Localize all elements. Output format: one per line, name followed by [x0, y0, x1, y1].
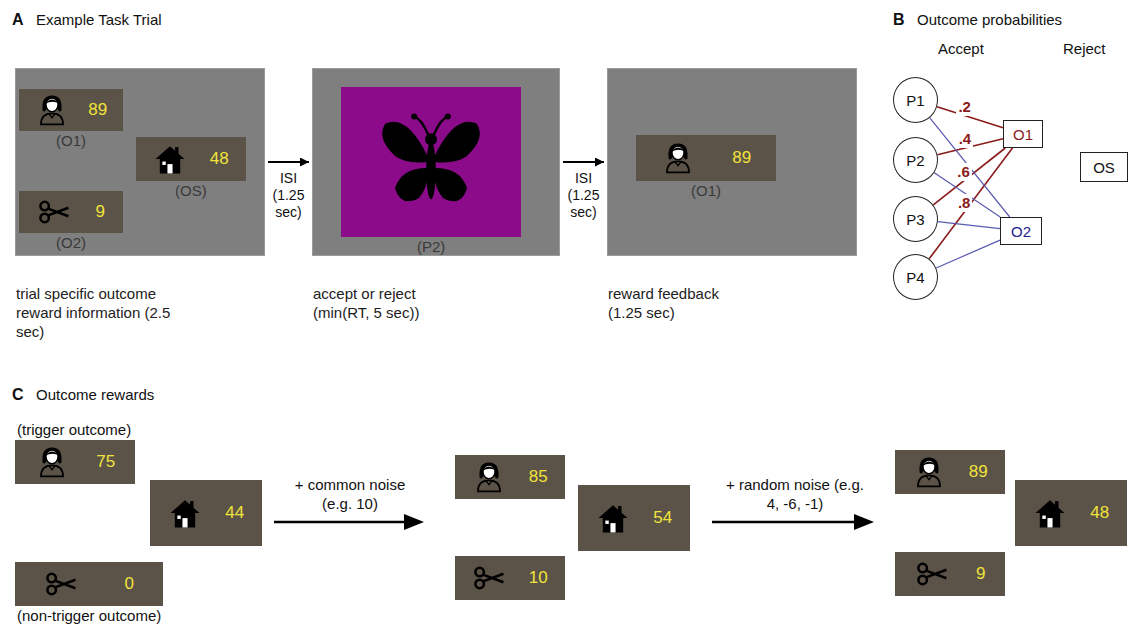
icon — [168, 496, 202, 530]
connector — [563, 161, 604, 163]
panel-label: Example Task Trial — [36, 11, 162, 30]
icon — [1033, 496, 1067, 530]
state-circle: P2 — [893, 137, 938, 183]
connector — [936, 240, 1000, 268]
reward-box: 10 — [455, 556, 565, 600]
task-screen: reward feedback (1.25 sec)89(O1) — [607, 68, 857, 256]
reward-box: 54 — [578, 485, 690, 551]
reward-value: 89 — [88, 100, 107, 120]
outcome-caption: (OS) — [175, 182, 207, 199]
reward-box: 89 — [895, 450, 1005, 494]
reward-value: 9 — [95, 202, 104, 222]
connector — [268, 161, 309, 163]
panel-letter: A — [12, 10, 24, 30]
outcome-caption: (O2) — [56, 234, 86, 251]
icon — [915, 557, 949, 591]
icon — [37, 195, 71, 229]
panel-letter: B — [893, 10, 905, 30]
icon — [44, 567, 78, 601]
reward-value: 89 — [969, 462, 988, 482]
node-label: P4 — [906, 269, 924, 286]
node-label: P1 — [906, 92, 924, 109]
node-label: O1 — [1013, 126, 1033, 143]
reward-value: 48 — [1090, 503, 1109, 523]
panel-label: Accept — [938, 40, 984, 59]
panel-label: + random noise (e.g. 4, -6, -1) — [725, 476, 865, 514]
delay-label: ISI (1.25 sec) — [561, 170, 607, 220]
outcome-box: OS — [1080, 152, 1128, 182]
node-label: OS — [1093, 159, 1115, 176]
reward-value: 85 — [529, 467, 548, 487]
icon — [912, 455, 946, 489]
panel-label: Reject — [1063, 40, 1106, 59]
screen-caption: trial specific outcome reward informatio… — [16, 285, 196, 341]
cue-square: (P2) — [341, 87, 521, 237]
icon — [472, 460, 506, 494]
reward-box: 89(O1) — [19, 89, 123, 131]
probability-label: .6 — [955, 163, 972, 181]
icon — [472, 561, 506, 595]
state-circle: P3 — [893, 196, 938, 242]
connector — [930, 118, 1010, 217]
reward-box: 0(non-trigger outcome) — [15, 562, 163, 606]
delay-label: ISI (1.25 sec) — [266, 170, 312, 220]
reward-box: 85 — [455, 455, 565, 499]
reward-box: 75(trigger outcome) — [15, 440, 135, 484]
panel-label: Outcome probabilities — [917, 11, 1062, 30]
icon — [153, 142, 187, 176]
reward-value: 10 — [529, 568, 548, 588]
reward-value: 9 — [976, 564, 985, 584]
outcome-caption: (trigger outcome) — [17, 421, 131, 438]
panel-label: + common noise (e.g. 10) — [285, 476, 415, 514]
reward-value: 48 — [210, 149, 229, 169]
outcome-caption: (O1) — [56, 132, 86, 149]
panel-label: Outcome rewards — [36, 386, 154, 405]
task-screen: accept or reject (min(RT, 5 sec))(P2) — [312, 68, 560, 256]
state-circle: P1 — [893, 77, 938, 123]
screen-caption: accept or reject (min(RT, 5 sec)) — [313, 285, 453, 323]
icon — [661, 141, 695, 175]
icon — [371, 102, 491, 222]
reward-box: 9 — [895, 552, 1005, 596]
reward-value: 54 — [653, 508, 672, 528]
state-circle: P4 — [893, 254, 938, 300]
outcome-box: O2 — [1000, 217, 1042, 245]
node-label: O2 — [1011, 223, 1031, 240]
probability-label: .2 — [956, 98, 973, 116]
probability-label: .8 — [956, 194, 973, 212]
outcome-caption: (P2) — [417, 238, 445, 255]
icon — [35, 445, 69, 479]
reward-value: 89 — [732, 148, 751, 168]
reward-box: 48 — [1015, 480, 1127, 546]
connector — [938, 222, 1000, 229]
icon — [596, 501, 630, 535]
node-label: P2 — [906, 152, 924, 169]
reward-value: 0 — [124, 574, 133, 594]
reward-box: 44 — [150, 480, 262, 546]
screen-caption: reward feedback (1.25 sec) — [608, 285, 748, 323]
outcome-caption: (non-trigger outcome) — [17, 607, 161, 624]
reward-box: 9(O2) — [19, 191, 123, 233]
reward-box: 89(O1) — [636, 135, 776, 181]
reward-box: 48(OS) — [136, 137, 246, 181]
panel-letter: C — [12, 385, 24, 405]
outcome-caption: (O1) — [691, 182, 721, 199]
task-screen: trial specific outcome reward informatio… — [15, 68, 265, 256]
node-label: P3 — [906, 211, 924, 228]
icon — [35, 93, 69, 127]
outcome-box: O1 — [1003, 120, 1043, 148]
probability-label: .4 — [957, 130, 974, 148]
reward-value: 44 — [225, 503, 244, 523]
reward-value: 75 — [96, 452, 115, 472]
